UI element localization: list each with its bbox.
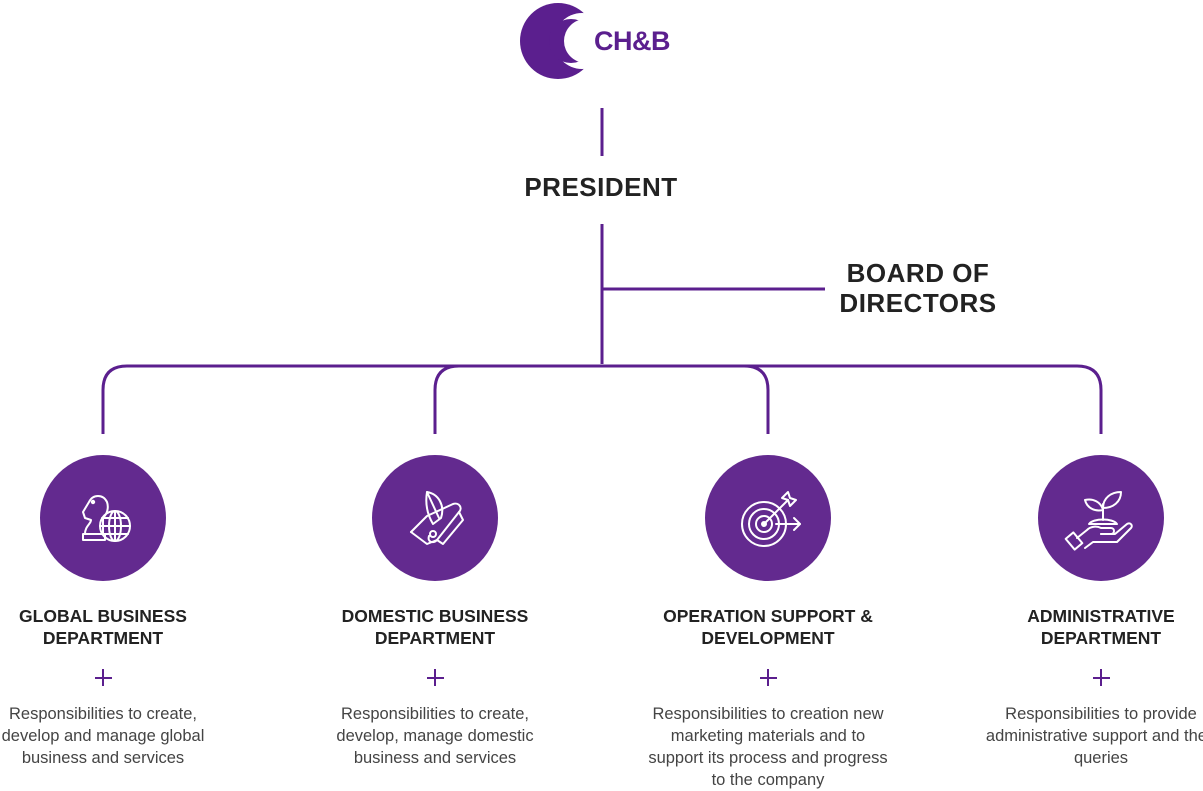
department-title-line-1: DOMESTIC BUSINESS [341, 606, 529, 626]
hand-plant-icon [1064, 491, 1133, 551]
department-description: Responsibilities to create, develop and … [1, 705, 205, 767]
department-title: DOMESTIC BUSINESS DEPARTMENT [315, 605, 555, 649]
board-of-directors-label: BOARD OF DIRECTORS [818, 258, 1018, 318]
department-description: Responsibilities to create, develop, man… [336, 705, 534, 767]
department-operation-support: OPERATION SUPPORT & DEVELOPMENT Responsi… [648, 455, 888, 791]
department-domestic-business: DOMESTIC BUSINESS DEPARTMENT Responsibil… [315, 455, 555, 769]
target-arrow-icon [741, 491, 801, 547]
department-title: ADMINISTRATIVE DEPARTMENT [981, 605, 1203, 649]
department-title: OPERATION SUPPORT & DEVELOPMENT [648, 605, 888, 649]
department-description: Responsibilities to provide administrati… [985, 705, 1203, 767]
department-icon-circle [1038, 455, 1164, 581]
department-icon-circle [40, 455, 166, 581]
department-administrative: ADMINISTRATIVE DEPARTMENT Responsibiliti… [981, 455, 1203, 769]
department-title-line-2: DEPARTMENT [374, 628, 496, 648]
department-title-line-1: OPERATION SUPPORT & [663, 606, 873, 626]
logo-mark-icon [520, 3, 596, 79]
board-line-2: DIRECTORS [839, 288, 997, 318]
expand-plus-icon[interactable] [94, 669, 112, 686]
department-title-line-2: DEVELOPMENT [701, 628, 835, 648]
department-title-line-2: DEPARTMENT [42, 628, 164, 648]
department-icon-circle [372, 455, 498, 581]
department-icon-circle [705, 455, 831, 581]
dept-bracket-outer [101, 364, 1103, 434]
logo-text: CH&B [594, 26, 671, 56]
department-title-line-2: DEPARTMENT [1040, 628, 1162, 648]
department-description: Responsibilities to creation new marketi… [648, 705, 888, 789]
dept-bracket-inner [433, 364, 770, 434]
org-connector-lines [101, 108, 1103, 434]
board-line-1: BOARD OF [846, 258, 990, 288]
chess-knight-globe-icon [82, 495, 131, 542]
expand-plus-icon[interactable] [1092, 669, 1110, 686]
president-label: PRESIDENT [524, 172, 678, 202]
company-logo: CH&B [516, 0, 696, 84]
expand-plus-icon[interactable] [759, 669, 777, 686]
department-title-line-1: ADMINISTRATIVE [1027, 606, 1175, 626]
quill-scroll-icon [410, 491, 464, 545]
department-title: GLOBAL BUSINESS DEPARTMENT [0, 605, 223, 649]
department-global-business: GLOBAL BUSINESS DEPARTMENT Responsibilit… [0, 455, 223, 769]
department-title-line-1: GLOBAL BUSINESS [19, 606, 187, 626]
expand-plus-icon[interactable] [426, 669, 444, 686]
